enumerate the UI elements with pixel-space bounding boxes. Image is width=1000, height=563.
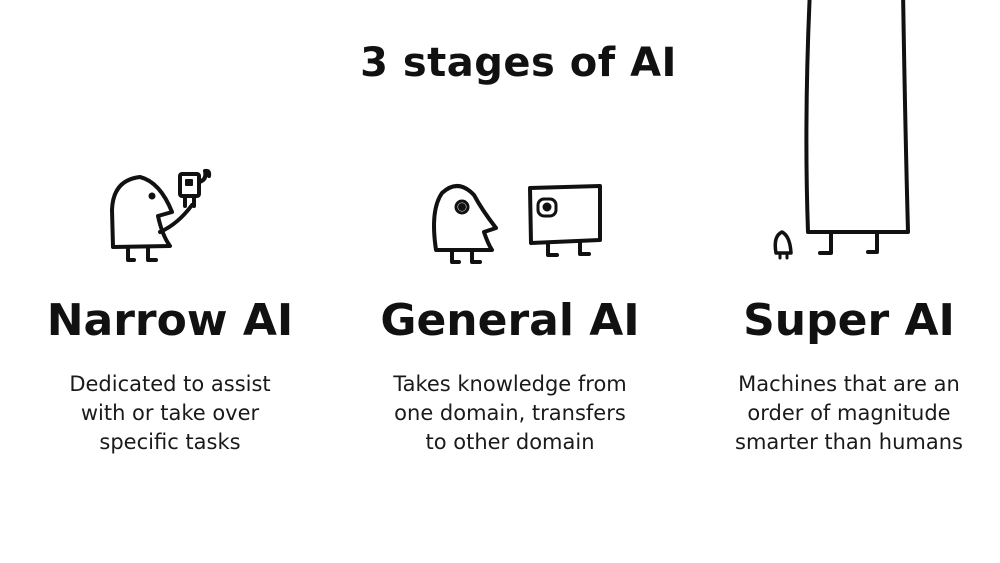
person-eye-dot [458, 203, 466, 211]
person-body [432, 184, 498, 252]
stage-description: Dedicated to assist with or take over sp… [69, 372, 271, 454]
slide-title: 3 stages of AI [360, 40, 677, 86]
giant-robot-leg-right [866, 230, 879, 254]
giant-robot-leg-left [818, 230, 833, 255]
small-robot-eye [185, 179, 193, 186]
stage-description: Takes knowledge from one domain, transfe… [393, 372, 627, 454]
small-robot-body [178, 172, 201, 198]
giant-robot-body [804, 0, 910, 234]
tiny-person-legs [778, 251, 789, 260]
person-holding-small-robot-icon [110, 168, 212, 262]
small-robot-legs [183, 194, 196, 208]
person-leg-left [126, 245, 136, 262]
stage-name: General AI [380, 295, 640, 346]
robot-leg-right [578, 240, 591, 256]
person-eye [148, 192, 156, 200]
stage-name: Super AI [743, 295, 955, 346]
robot-eye-dot [542, 202, 552, 212]
person-leg-right [146, 245, 158, 262]
stage-general-ai: General AI Takes knowledge from one doma… [340, 292, 680, 457]
stage-name: Narrow AI [46, 295, 294, 346]
person-body [110, 175, 174, 249]
small-robot-antenna [197, 168, 212, 184]
person-arm [158, 203, 194, 234]
robot-leg-left [546, 241, 559, 257]
person-eye-ring [454, 199, 470, 215]
robot-eye [536, 197, 558, 218]
tiny-person-body [773, 230, 793, 255]
tiny-person-next-to-giant-robot-icon [773, 0, 910, 260]
stage-description: Machines that are an order of magnitude … [735, 372, 963, 454]
person-leg-left [450, 248, 461, 264]
stage-super-ai: Super AI Machines that are an order of m… [679, 292, 1000, 457]
person-leg-right [470, 248, 482, 264]
stage-narrow-ai: Narrow AI Dedicated to assist with or ta… [0, 292, 340, 457]
person-and-equal-size-robot-icon [432, 184, 602, 264]
robot-body [528, 184, 602, 245]
stages-illustration [110, 0, 910, 264]
